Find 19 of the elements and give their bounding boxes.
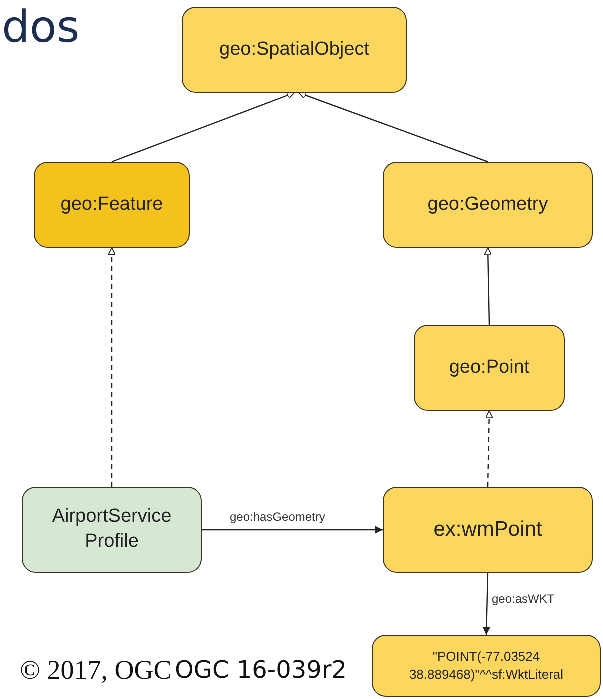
class-box: geo:Feature bbox=[34, 162, 190, 248]
title-fragment: dos bbox=[2, 2, 80, 53]
literal-box: "POINT(-77.03524 38.889468)"^^sf:WktLiteral bbox=[372, 635, 601, 697]
document-number: OGC 16-039r2 bbox=[175, 656, 348, 684]
arrow bbox=[484, 248, 492, 326]
instance-box: ex:wmPoint bbox=[383, 487, 593, 573]
class-box: geo:Point bbox=[414, 325, 565, 411]
dashed-arrow bbox=[485, 410, 494, 488]
arrow bbox=[482, 572, 491, 636]
arrow bbox=[202, 526, 383, 534]
instance-box: AirportService Profile bbox=[22, 487, 202, 573]
edge-label: geo:asWKT bbox=[490, 592, 557, 606]
arrow bbox=[298, 92, 488, 163]
dashed-arrow bbox=[108, 248, 116, 487]
arrow bbox=[112, 92, 295, 163]
copyright-text: © 2017, OGC bbox=[20, 655, 172, 686]
class-box: geo:Geometry bbox=[383, 162, 593, 248]
class-box: geo:SpatialObject bbox=[182, 7, 407, 93]
edge-label: geo:hasGeometry bbox=[228, 510, 328, 524]
